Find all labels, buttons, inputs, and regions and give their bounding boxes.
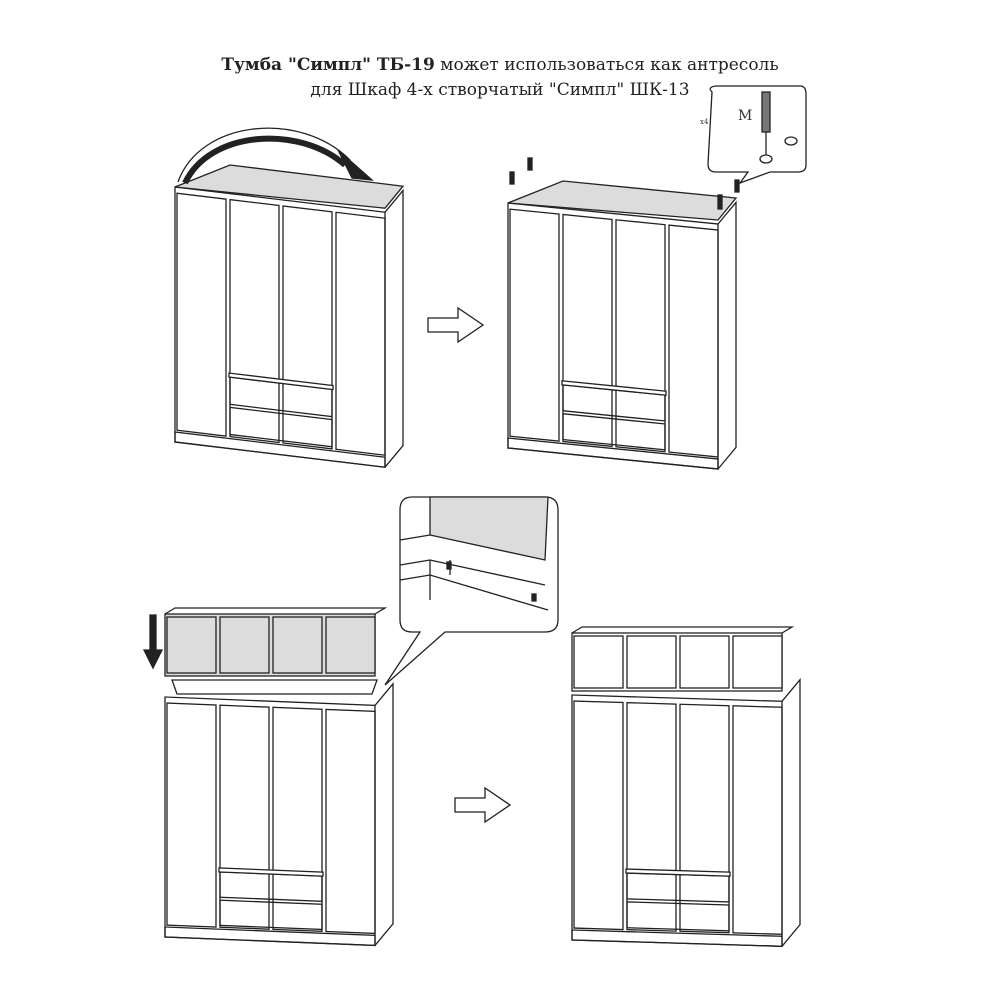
antresol-door-3 (272, 616, 323, 674)
front-face (507, 202, 719, 470)
down-arrow-icon (142, 614, 164, 670)
antresol-gap (171, 679, 378, 695)
antresol-door-1 (573, 635, 624, 689)
antresol-door-4 (732, 635, 783, 689)
wardrobe-final (571, 626, 801, 947)
next-arrow-icon (427, 306, 485, 344)
top-panel (174, 164, 405, 209)
antresol-door-2 (626, 635, 677, 689)
antresol-top (571, 626, 795, 634)
next-arrow-icon-2 (454, 786, 512, 824)
door-4 (325, 708, 376, 935)
drawer-1 (219, 871, 323, 902)
plinth (174, 431, 386, 468)
door-3 (272, 706, 323, 932)
plinth (164, 926, 376, 947)
body-outline (571, 694, 783, 947)
body-outline (164, 696, 376, 947)
door-1 (166, 702, 217, 928)
plinth (507, 437, 719, 470)
side-panel (717, 200, 737, 470)
wardrobe-step1 (174, 164, 405, 468)
title-line-2: для Шкаф 4-х створчатый "Симпл" ШК-13 (310, 80, 690, 100)
front-face (571, 694, 783, 947)
door-4 (668, 224, 719, 458)
door-1 (573, 700, 624, 931)
side-panel (781, 677, 801, 947)
body-outline (507, 202, 719, 470)
title-line-1-text: может использоваться как антресоль (434, 55, 779, 75)
antresol-door-2 (219, 616, 270, 674)
antresol-door-4 (325, 616, 376, 674)
door-2 (626, 701, 677, 932)
door-3 (679, 703, 730, 934)
top-panel (507, 180, 738, 221)
door-3 (615, 219, 666, 453)
front-face (164, 696, 376, 947)
door-4 (732, 705, 783, 935)
door-3 (282, 205, 333, 450)
detail-callout (384, 496, 559, 686)
antresol-door-3 (679, 635, 730, 689)
wardrobe-step2 (507, 180, 738, 470)
door-1 (176, 192, 227, 437)
flip-arrow-band (182, 135, 347, 185)
quantity-label: x4 (700, 118, 709, 126)
antresol-door-1 (166, 616, 217, 674)
drawer-2 (626, 901, 730, 932)
plinth (571, 929, 783, 947)
drawer-2 (562, 413, 666, 451)
drawer-gap (218, 867, 324, 877)
drawer-gap (625, 868, 731, 877)
title-product-name: Тумба "Симпл" ТБ-19 (221, 55, 435, 75)
drawer-gap (561, 380, 667, 396)
drawer-gap (228, 372, 334, 391)
front-face (174, 186, 386, 468)
dowels (509, 157, 740, 210)
part-label: M (738, 108, 752, 124)
dowel-icon (761, 91, 771, 133)
side-panel (374, 682, 394, 946)
drawer-1 (626, 872, 730, 903)
antresol-top (164, 607, 388, 615)
body-outline (174, 186, 386, 468)
side-panel (384, 188, 404, 468)
door-2 (562, 213, 613, 448)
drawer-2 (229, 406, 333, 448)
door-4 (335, 211, 386, 456)
door-2 (229, 198, 280, 444)
title-line-1: Тумба "Симпл" ТБ-19 может использоваться… (0, 55, 1000, 75)
flip-arrow-icon (177, 127, 351, 183)
wardrobe-step3 (164, 607, 394, 947)
door-2 (219, 704, 270, 930)
dowel-callout: M x4 (700, 85, 807, 185)
door-1 (509, 208, 560, 442)
drawer-2 (219, 899, 323, 931)
